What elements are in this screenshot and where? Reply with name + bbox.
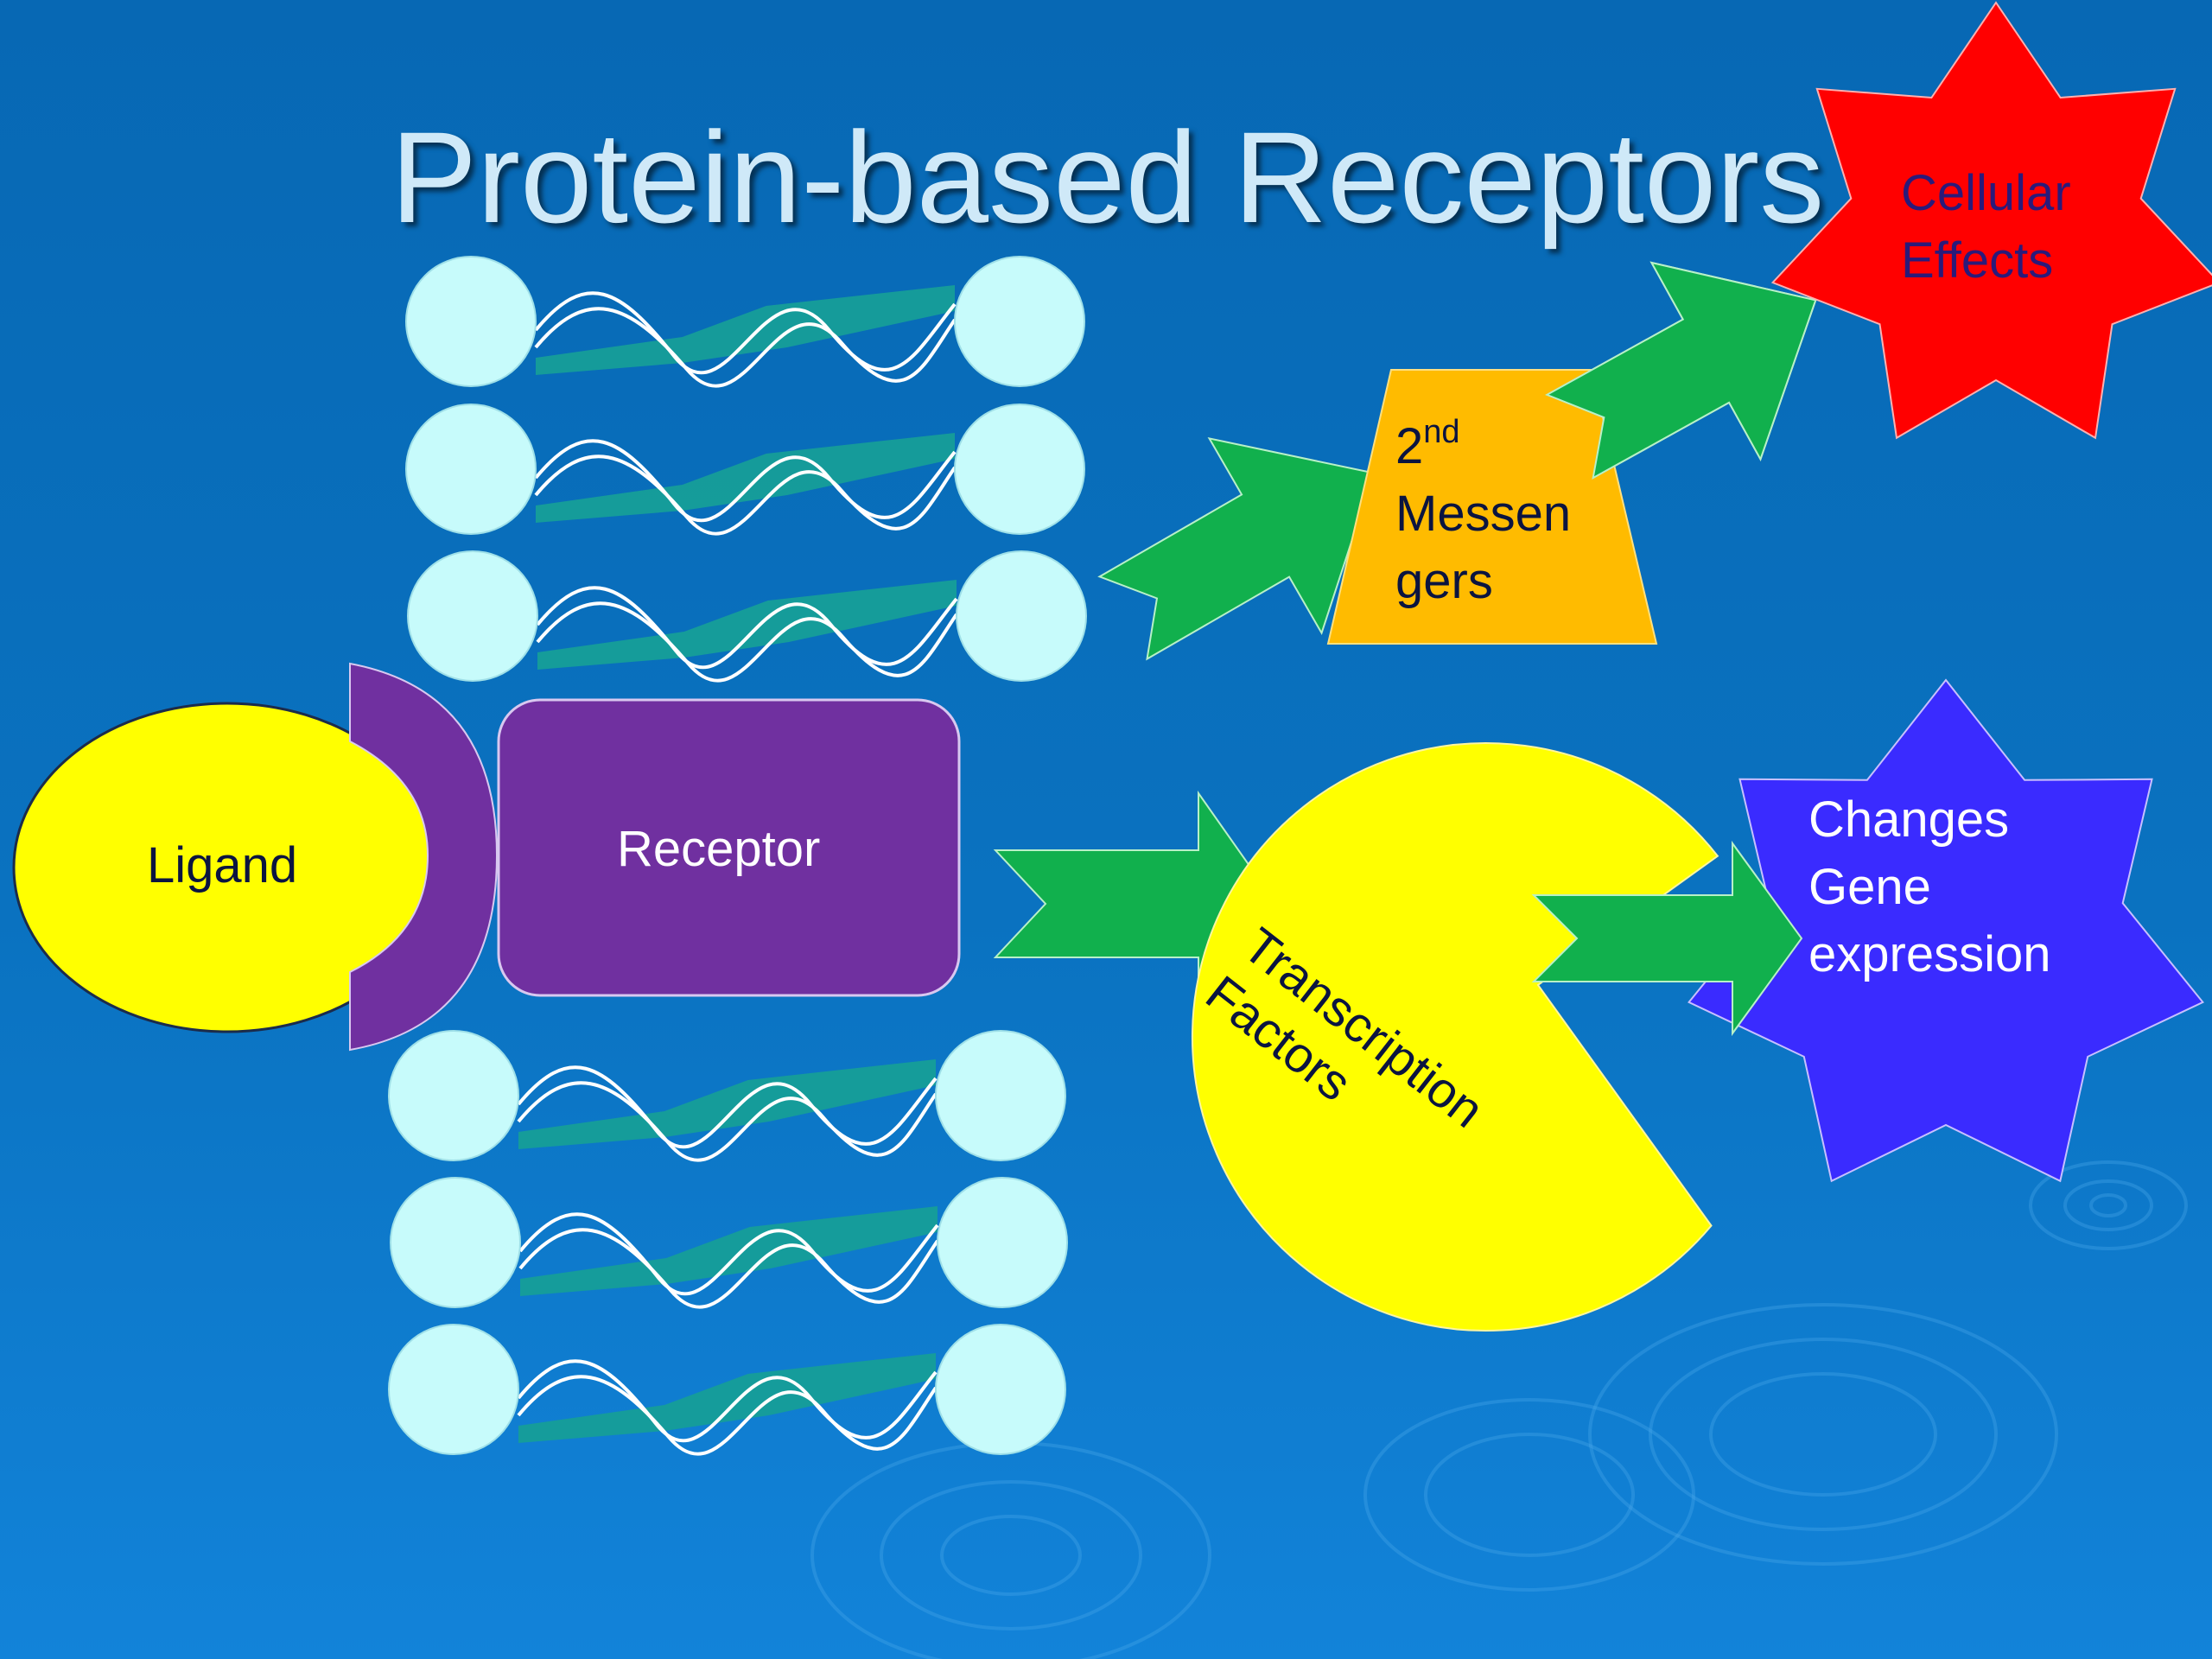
lipid-tail-icon <box>534 439 957 523</box>
ligand-label: Ligand <box>147 837 298 893</box>
lipid-tail-icon <box>534 454 957 536</box>
phospholipid-row <box>390 1177 1068 1309</box>
phospholipid-head-icon <box>405 256 537 387</box>
phospholipid-row <box>407 550 1087 683</box>
phospholipid-head-icon <box>388 1030 519 1161</box>
cell-membrane <box>388 256 1087 1456</box>
phospholipid-head-icon <box>956 550 1087 682</box>
phospholipid-head-icon <box>407 550 538 682</box>
second-messengers-shape <box>1326 369 1658 645</box>
receptor-binding-site <box>349 662 499 1052</box>
lipid-tail-icon <box>534 291 957 375</box>
star-burst-icon <box>1770 1 2212 440</box>
phospholipid-head-icon <box>390 1177 521 1308</box>
gene-expression-line2: Gene <box>1808 859 1931 915</box>
lipid-tail-icon <box>520 1206 938 1296</box>
cellular-effects-label: Cellular Effects <box>1901 160 2071 295</box>
lipid-tail-icon <box>536 285 955 375</box>
gene-expression-label: Changes Gene expression <box>1808 786 2050 988</box>
phospholipid-head-icon <box>935 1030 1066 1161</box>
cellular-effects-line1: Cellular <box>1901 165 2071 221</box>
second-messengers-label: 2nd Messen gers <box>1395 413 1571 615</box>
phospholipid-row <box>388 1324 1066 1456</box>
lipid-tail-icon <box>518 1353 936 1443</box>
pacman-icon <box>1191 742 1719 1332</box>
ordinal-suffix: nd <box>1423 414 1460 450</box>
second-messengers-line3: gers <box>1395 553 1493 609</box>
lipid-tail-icon <box>518 1059 936 1149</box>
ordinal-number: 2 <box>1395 418 1424 474</box>
second-messengers-line1: 2nd <box>1395 413 1571 480</box>
lipid-tail-icon <box>518 1228 939 1309</box>
cellular-effects-line2: Effects <box>1901 232 2054 289</box>
lipid-tail-icon <box>517 1081 938 1162</box>
lipid-tail-icon <box>536 433 955 523</box>
lipid-tail-icon <box>534 307 957 388</box>
receptor-shape <box>497 698 961 997</box>
page-title: Protein-based Receptors <box>391 105 1825 250</box>
arrow-icon <box>1097 436 1376 661</box>
lipid-tail-icon <box>517 1375 938 1456</box>
lipid-tail-icon <box>536 601 958 683</box>
phospholipid-head-icon <box>935 1324 1066 1455</box>
phospholipid-head-icon <box>937 1177 1068 1308</box>
phospholipid-head-icon <box>954 404 1085 535</box>
lipid-tail-icon <box>517 1065 938 1149</box>
second-messengers-line2: Messen <box>1395 486 1572 542</box>
background-ripples <box>810 1160 2188 1659</box>
arrow-icon <box>1531 840 1803 1037</box>
phospholipid-row <box>388 1030 1066 1162</box>
phospholipid-head-icon <box>405 404 537 535</box>
star-burst-icon <box>1688 678 2204 1183</box>
gene-expression-line1: Changes <box>1808 791 2010 848</box>
phospholipid-head-icon <box>388 1324 519 1455</box>
lipid-tail-icon <box>537 580 957 670</box>
phospholipid-head-icon <box>954 256 1085 387</box>
arrow-icon <box>1545 261 1817 480</box>
phospholipid-row <box>405 256 1085 388</box>
phospholipid-row <box>405 404 1085 536</box>
lipid-tail-icon <box>536 586 958 670</box>
lipid-tail-icon <box>517 1359 938 1443</box>
receptor-label: Receptor <box>617 821 821 877</box>
lipid-tail-icon <box>518 1212 939 1296</box>
gene-expression-line3: expression <box>1808 926 2051 982</box>
